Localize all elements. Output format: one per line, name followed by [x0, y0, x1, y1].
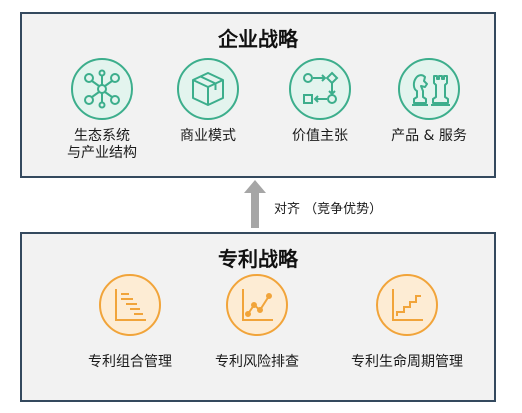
patent-portfolio-label: 专利组合管理	[88, 354, 172, 370]
alignment-label: 对齐 （竞争优势）	[274, 202, 383, 217]
business-model-label: 商业模式	[180, 128, 236, 144]
patent-portfolio-item: 专利组合管理	[75, 274, 185, 371]
value-proposition-label: 价值主张	[292, 128, 348, 144]
flow-icon	[289, 58, 351, 120]
value-proposition-item: 价值主张	[265, 58, 375, 145]
patent-strategy-panel: 专利战略 专利组合管理 专利风险排查	[20, 232, 496, 402]
network-icon	[71, 58, 133, 120]
enterprise-strategy-panel: 企业战略 生态系统 与产业结构	[20, 12, 496, 178]
ecosystem-item: 生态系统 与产业结构	[47, 58, 157, 162]
line-chart-icon	[226, 274, 288, 336]
ecosystem-label-line2: 与产业结构	[67, 145, 137, 161]
portfolio-chart-icon	[99, 274, 161, 336]
product-service-label: 产品 & 服务	[391, 128, 467, 144]
enterprise-strategy-title: 企业战略	[218, 27, 298, 51]
staircase-chart-icon	[376, 274, 438, 336]
patent-lifecycle-label: 专利生命周期管理	[351, 354, 463, 370]
box-icon	[177, 58, 239, 120]
patent-risk-item: 专利风险排查	[202, 274, 312, 371]
up-arrow-icon	[244, 180, 266, 228]
ecosystem-label-line1: 生态系统	[74, 128, 130, 144]
ecosystem-label: 生态系统 与产业结构	[47, 128, 157, 162]
product-service-item: 产品 & 服务	[374, 58, 484, 145]
business-model-item: 商业模式	[153, 58, 263, 145]
chess-icon	[398, 58, 460, 120]
patent-risk-label: 专利风险排查	[215, 354, 299, 370]
patent-strategy-title: 专利战略	[218, 247, 298, 271]
patent-lifecycle-item: 专利生命周期管理	[337, 274, 477, 371]
